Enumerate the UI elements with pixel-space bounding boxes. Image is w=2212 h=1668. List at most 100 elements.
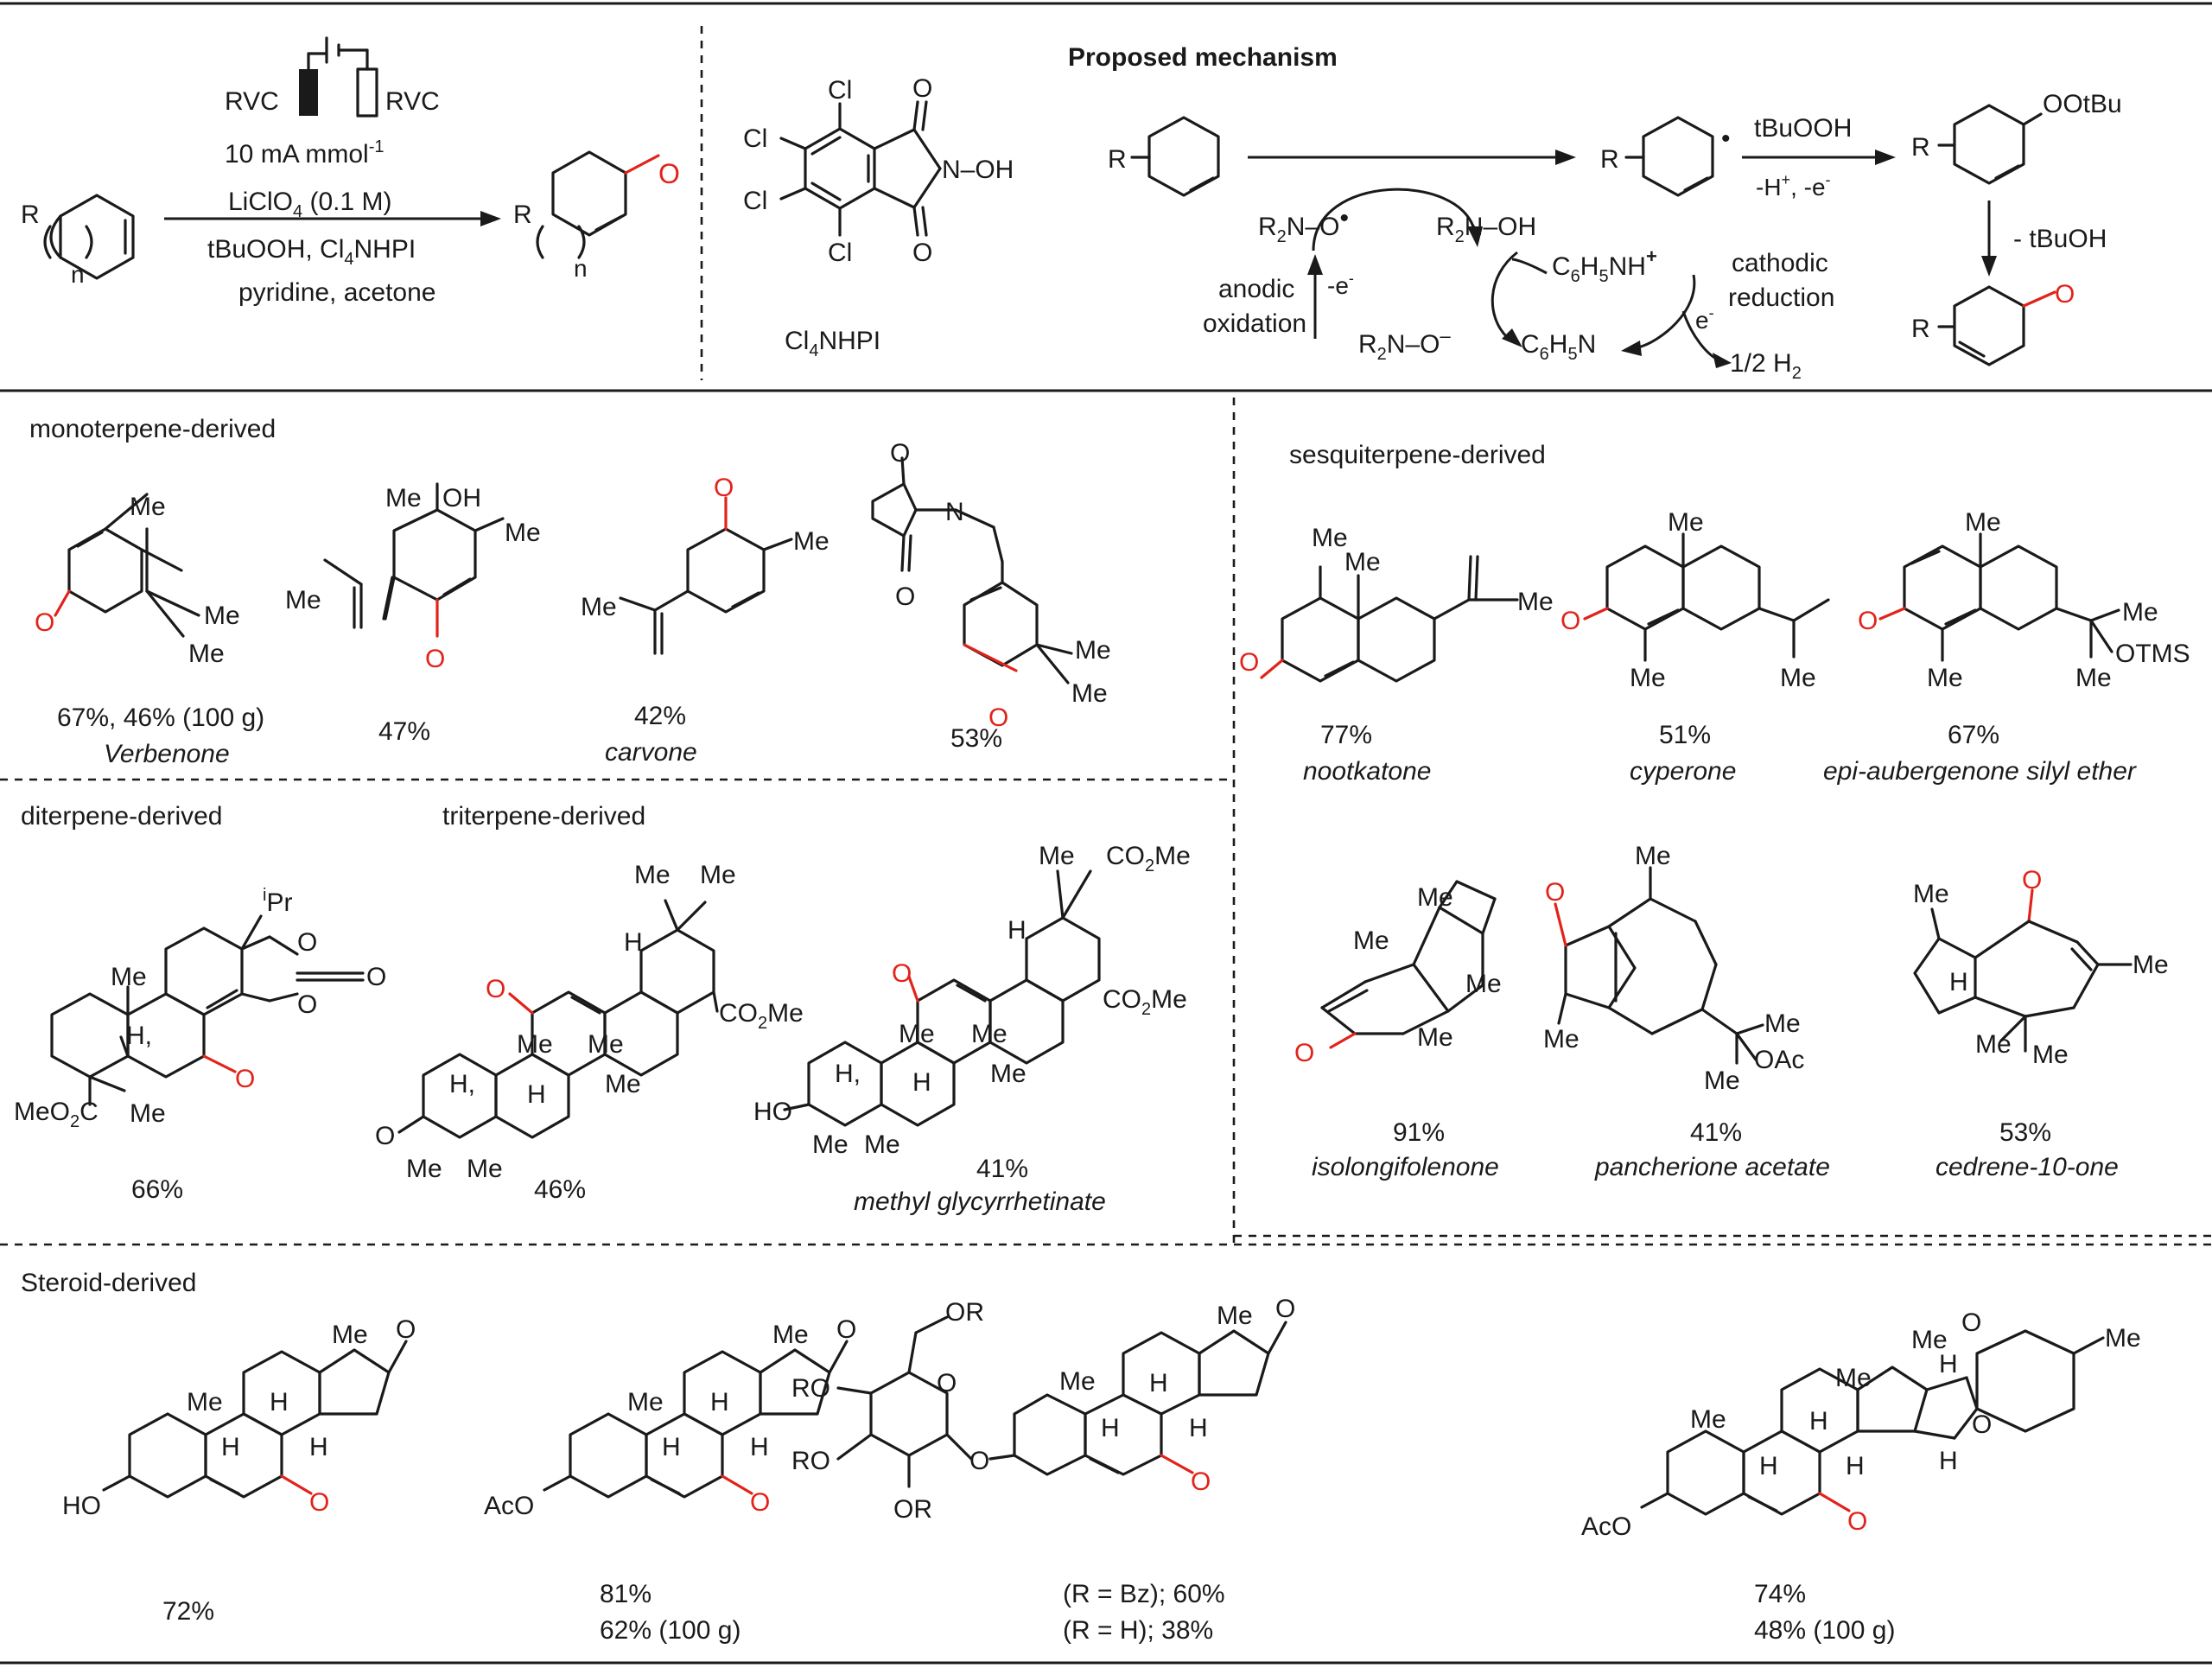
o-top-label: O <box>912 74 932 103</box>
aubergenone-me-4: Me <box>2075 664 2112 692</box>
electrochemical-cell-icon <box>299 36 378 118</box>
steroid-1-ho: HO <box>62 1492 101 1520</box>
triterpene-2-oxygen: O <box>892 959 912 988</box>
diterpene-o-2: O <box>366 963 386 991</box>
verbenone-structure: O Me Me Me <box>35 493 240 668</box>
triterpene-2-h-2: H <box>912 1068 931 1097</box>
carvone-me-1: Me <box>793 527 830 556</box>
triterpene-1-h-3: H, <box>449 1070 475 1098</box>
cathodic-label: cathodic <box>1732 249 1828 277</box>
catalyst-name: Cl4NHPI <box>785 327 880 360</box>
steroid-2-aco: AcO <box>484 1492 534 1520</box>
cedrenone-me-3: Me <box>1975 1030 2012 1059</box>
pyridine: C6H5N <box>1521 330 1596 364</box>
steroid-4-aco: AcO <box>1581 1512 1631 1541</box>
peroxide-label: OOtBu <box>2043 90 2122 118</box>
steroid-2-me-2: Me <box>627 1388 664 1417</box>
triterpene-1-oxygen: O <box>486 975 505 1003</box>
steroid-2-h-2: H <box>710 1388 729 1417</box>
aubergenone-yield: 67% <box>1948 721 1999 749</box>
compound-47-structure: O Me OH Me Me <box>285 482 541 673</box>
triterpene-1-me-6: Me <box>406 1155 442 1183</box>
triterpene-2-ho: HO <box>753 1098 792 1126</box>
diterpene-yield: 66% <box>131 1175 183 1204</box>
carvone-oxygen: O <box>714 474 734 502</box>
tbuooh-reagent: tBuOOH <box>1754 114 1852 143</box>
compound-47-yield: 47% <box>378 717 430 746</box>
steroid-1-h-3: H <box>309 1433 328 1461</box>
isolongifolenone-name: isolongifolenone <box>1312 1153 1499 1181</box>
substrate-cycloalkene: R n <box>21 194 135 288</box>
anodic-label: anodic <box>1218 275 1294 303</box>
steroid-1-yield: 72% <box>162 1597 214 1626</box>
steroid-3-oxygen: O <box>1191 1467 1211 1496</box>
steroid-3-me-1: Me <box>1217 1302 1253 1330</box>
compound-53-n: N <box>945 498 964 526</box>
compound-53-structure: O O N O Me Me <box>871 439 1111 732</box>
pancherione-me-3: Me <box>1764 1009 1801 1038</box>
mech-r1-label: R <box>1108 145 1127 174</box>
sesquiterpene-section-label: sesquiterpene-derived <box>1289 441 1546 469</box>
pancherione-me-4: Me <box>1704 1066 1740 1095</box>
aubergenone-me-1: Me <box>1965 508 2001 537</box>
diterpene-ester: MeO2C <box>14 1098 99 1131</box>
proposed-mechanism: Proposed mechanism R R • tBuOOH -H+, -e-… <box>1068 43 2122 383</box>
nhpi-species: R2N–OH <box>1436 213 1536 246</box>
nootkatone-name: nootkatone <box>1303 757 1431 786</box>
product-oxygen-label: O <box>658 158 680 189</box>
carvone-name: carvone <box>605 738 697 767</box>
aubergenone-name: epi-aubergenone silyl ether <box>1823 757 2137 786</box>
current-density-label: 10 mA mmol-1 <box>225 137 385 169</box>
sugar-ro-1: RO <box>791 1374 830 1403</box>
nootkatone-yield: 77% <box>1320 721 1372 749</box>
isolongifolenone-structure: O Me Me Me Me <box>1294 880 1502 1067</box>
steroid-2-h-3: H <box>750 1433 769 1461</box>
triterpene-1-h-2: H <box>527 1080 546 1109</box>
pancherione-me-1: Me <box>1635 842 1671 870</box>
compound-47-oxygen: O <box>425 645 445 673</box>
pancherione-oxygen: O <box>1545 878 1565 907</box>
product-n-label: n <box>574 255 588 282</box>
compound-47-me-1: Me <box>385 484 422 512</box>
isolongifolenone-me-4: Me <box>1417 1023 1453 1052</box>
steroid-2-oxygen: O <box>750 1488 770 1517</box>
diterpene-me-1: Me <box>111 963 147 991</box>
verbenone-me-1: Me <box>130 493 166 521</box>
compound-53-yield: 53% <box>950 724 1002 753</box>
glycoside-o: O <box>969 1447 989 1475</box>
triterpene-2-yield: 41% <box>976 1155 1028 1183</box>
pino-radical: R2N–O• <box>1258 204 1349 246</box>
diterpene-structure: O iPr O O O Me H, MeO2C Me <box>14 886 386 1131</box>
triterpene-2-co2me-2: CO2Me <box>1103 985 1187 1019</box>
cyperone-me-3: Me <box>1780 664 1816 692</box>
nootkatone-me-2: Me <box>1344 548 1381 576</box>
sugar-or-2: OR <box>893 1495 932 1524</box>
steroid-1-h-1: H <box>221 1433 240 1461</box>
electrode-right-label: RVC <box>385 87 440 116</box>
triterpene-2-co2me-1: CO2Me <box>1106 842 1191 875</box>
steroid-2-me-1: Me <box>772 1321 809 1349</box>
pyridinium: C6H5NH+ <box>1552 245 1657 286</box>
steroid-4-ring-o-1: O <box>1961 1308 1981 1337</box>
steroid-4-h-3: H <box>1759 1452 1778 1480</box>
steroid-2-yield-2: 62% (100 g) <box>600 1616 741 1645</box>
pancherione-oac: OAc <box>1754 1046 1804 1074</box>
hydrogen-label: 1/2 H2 <box>1730 349 1802 383</box>
cedrenone-oxygen: O <box>2022 866 2042 894</box>
steroid-4-h-1: H <box>1939 1350 1958 1378</box>
steroid-section-label: Steroid-derived <box>21 1269 196 1297</box>
steroid-4-me-4: Me <box>1690 1405 1726 1434</box>
aubergenone-me-2: Me <box>1927 664 1963 692</box>
steroid-1-me-2: Me <box>187 1388 223 1417</box>
triterpene-1-h-1: H <box>624 928 643 957</box>
pancherione-structure: O Me Me Me Me OAc <box>1543 842 1804 1095</box>
carvone-me-2: Me <box>581 593 617 621</box>
anodic-minus-e: -e- <box>1327 270 1354 299</box>
oxidation-label: oxidation <box>1203 309 1306 338</box>
triterpene-1-me-3: Me <box>517 1030 553 1059</box>
cyperone-yield: 51% <box>1659 721 1711 749</box>
diterpene-me-2: Me <box>130 1099 166 1128</box>
steroid-4-h-2: H <box>1939 1447 1958 1475</box>
steroid-4-oxygen: O <box>1847 1507 1867 1536</box>
